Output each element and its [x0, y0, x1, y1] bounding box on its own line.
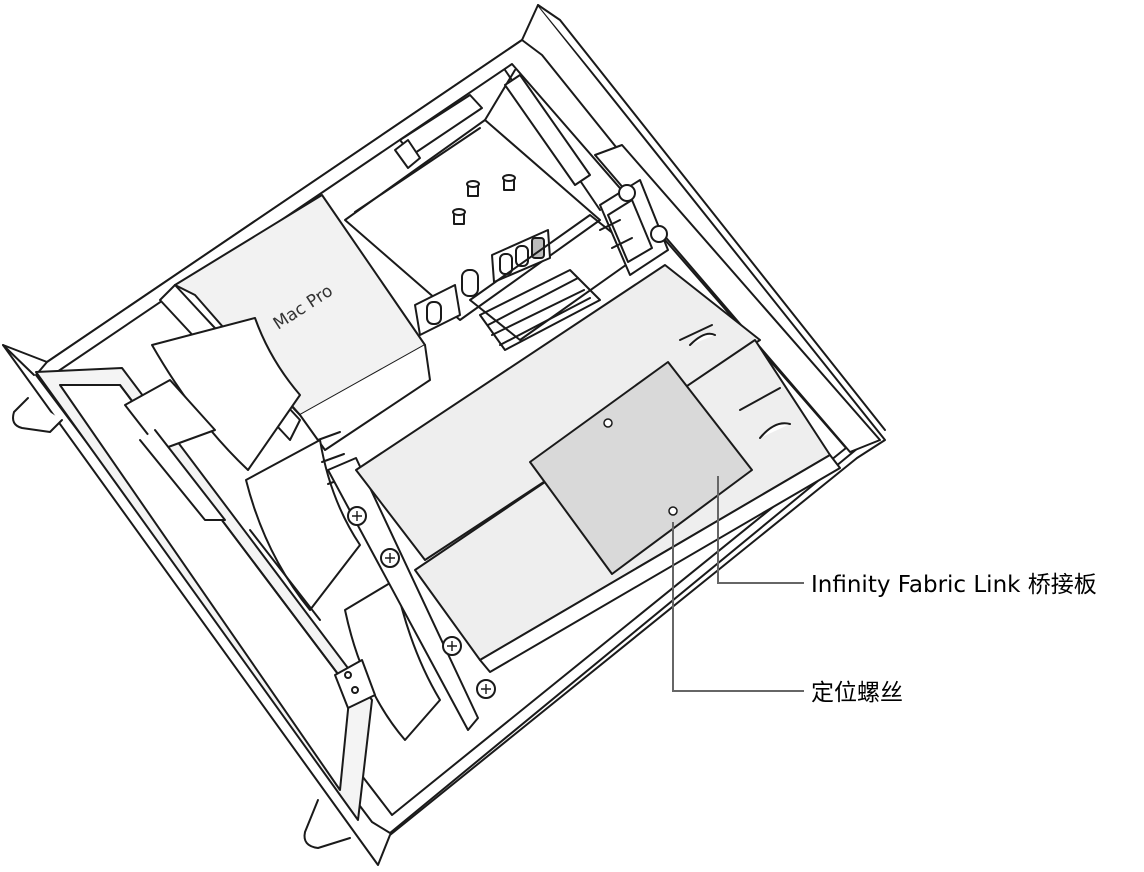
callout-label-locating-screw: 定位螺丝: [811, 680, 903, 706]
gpu-bracket: [327, 457, 479, 731]
standoff-pins: [452, 174, 516, 225]
chassis-foot-bottom: [303, 799, 351, 849]
io-ports: [414, 229, 551, 336]
screw-slots: [352, 511, 491, 694]
pcie-slots: [469, 214, 641, 351]
gpu-module-top: [355, 264, 761, 561]
rear-bay: [344, 69, 601, 321]
right-rail: [594, 144, 881, 453]
infinity-fabric-link-bridge: [529, 361, 753, 575]
callout-label-infinity-fabric-link-bridge: Infinity Fabric Link 桥接板: [811, 572, 1097, 598]
chassis-foot-left: [12, 397, 63, 433]
locating-screws: [603, 418, 678, 516]
fan-modules: [124, 317, 441, 741]
latch: [334, 659, 376, 709]
leader-line-screw: [672, 522, 804, 692]
leader-line-bridge: [717, 476, 804, 584]
